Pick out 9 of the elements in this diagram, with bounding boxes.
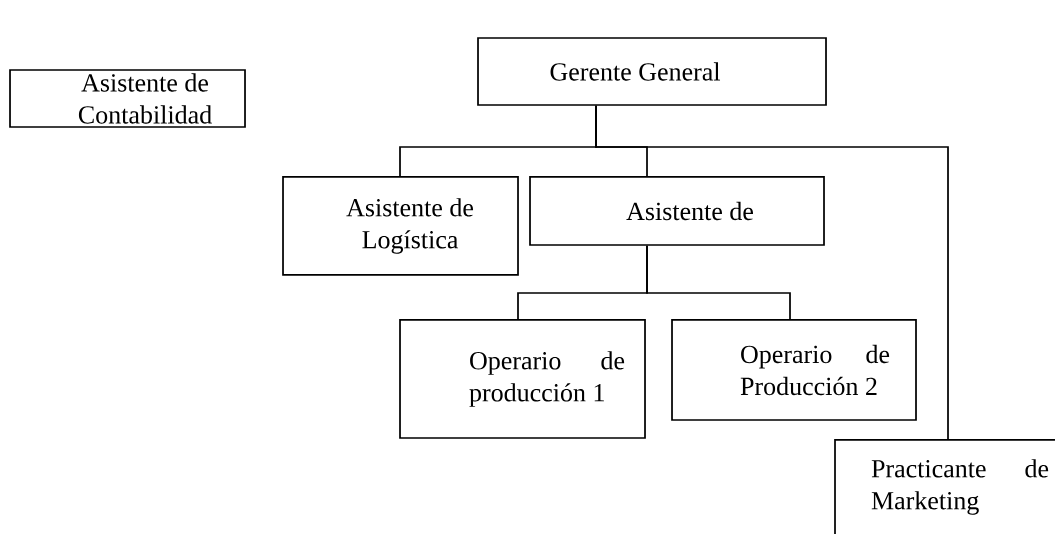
org-box: Operario de producción 1 [399,319,646,439]
connector-line [595,105,949,440]
org-box: Gerente General [477,37,827,106]
org-box: Asistente de Logística [282,176,519,276]
org-box: Asistente de Contabilidad [9,69,246,128]
connector-line [646,245,791,320]
org-box: Practicante de Marketing [834,439,1055,534]
org-box: Asistente de [529,176,825,246]
org-box: Operario de Producción 2 [671,319,917,421]
